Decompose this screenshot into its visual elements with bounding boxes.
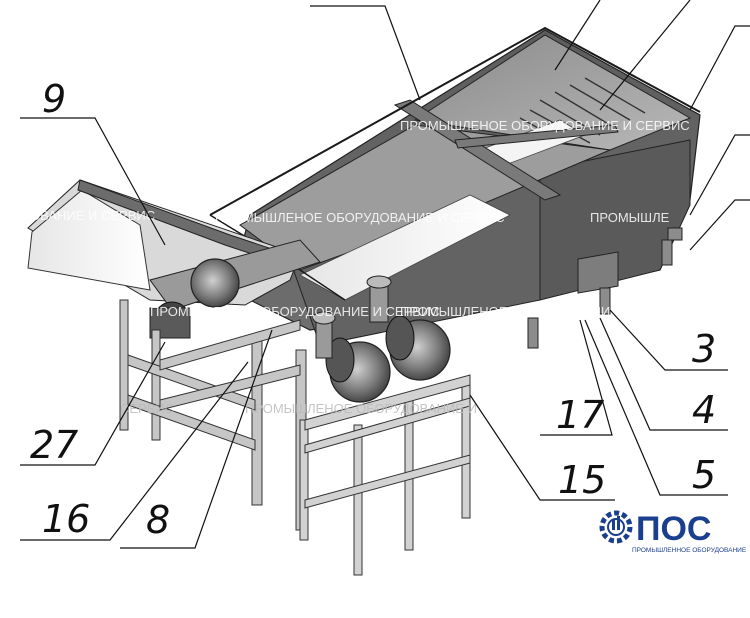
pump-stand <box>299 275 471 576</box>
callout-16: 16 <box>42 497 90 541</box>
watermarks: ПРОМЫШЛЕНОЕ ОБОРУДОВАНИЕ И СЕРВИС ОВАНИЕ… <box>30 118 690 416</box>
callout-9: 9 <box>42 77 66 121</box>
callout-8: 8 <box>146 498 170 542</box>
callout-3: 3 <box>692 327 716 371</box>
gear-icon <box>599 510 633 544</box>
logo-title: ПОС <box>636 510 711 548</box>
callout-5: 5 <box>692 453 716 497</box>
callout-4: 4 <box>692 388 716 432</box>
conveyor-frame <box>119 299 307 531</box>
watermark: ПРОМЫШЛЕНОЕ ОБОРУДОВАНИЕ И СЕРВИС <box>215 210 505 225</box>
callout-labels: 9 27 16 8 17 15 3 4 5 <box>30 77 716 542</box>
washing-tub <box>209 26 701 349</box>
logo-subtitle: ПРОМЫШЛЕННОЕ ОБОРУДОВАНИЕ <box>632 547 747 554</box>
watermark: СЕРВИС <box>120 401 174 416</box>
company-logo: ПОС ПРОМЫШЛЕННОЕ ОБОРУДОВАНИЕ <box>599 510 747 554</box>
callout-15: 15 <box>558 458 606 502</box>
watermark: ПРОМЫШЛЕНОЕ ОБОРУДОВАНИЕ И СЕРВИС <box>150 304 440 319</box>
watermark: ПРОМЫШЛЕНОЕ ОБОРУДОВАНИЕ И <box>245 401 477 416</box>
watermark: ОВАНИЕ И СЕРВИС <box>30 208 155 223</box>
callout-17: 17 <box>556 393 604 437</box>
leader-lines <box>20 0 750 549</box>
watermark: ПРОМЫШЛЕНОЕ ОБОРУДОВАНИЕ И СЕРВИС <box>400 118 690 133</box>
watermark: ПРОМЫШЛЕНОЕ ОБОРУДОВАНИЕ И СЕРВИС <box>400 304 690 319</box>
callout-27: 27 <box>30 423 78 467</box>
watermark: ПРОМЫШЛЕ <box>590 210 670 225</box>
